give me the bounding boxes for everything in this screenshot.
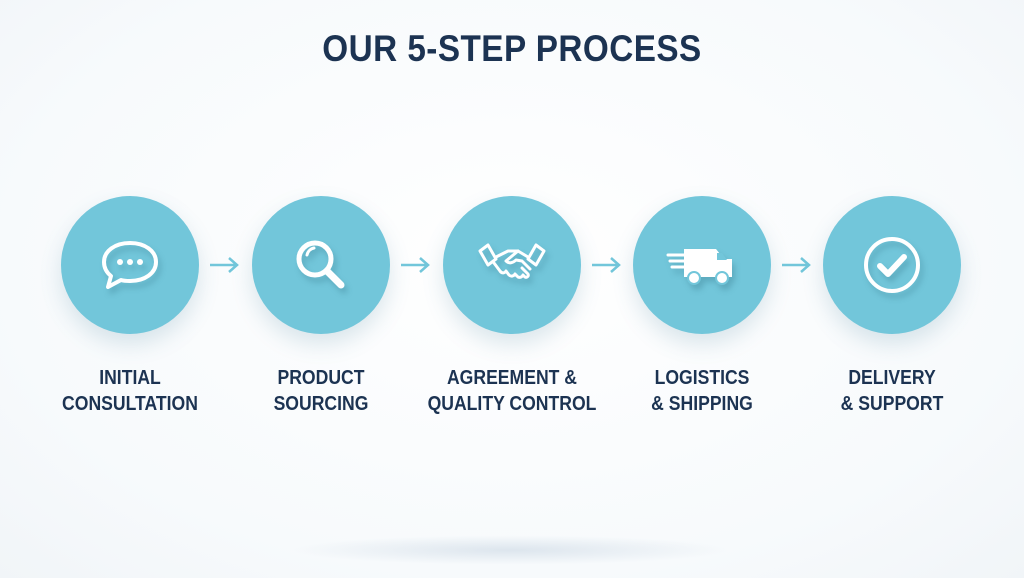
step-label-line: QUALITY CONTROL [427, 393, 597, 415]
page-title: OUR 5-STEP PROCESS [322, 28, 702, 69]
arrow-icon [401, 257, 430, 273]
magnifier-icon [296, 240, 345, 289]
step-label-line: PRODUCT [277, 367, 365, 389]
step-circle [443, 196, 581, 334]
step-label-line: & SUPPORT [840, 393, 944, 415]
step-label-line: SOURCING [273, 393, 369, 415]
step-label-line: AGREEMENT & [446, 367, 578, 389]
step-delivery-support: DELIVERY & SUPPORT [792, 196, 992, 417]
step-product-sourcing: PRODUCT SOURCING [221, 196, 421, 417]
step-initial-consultation: INITIAL CONSULTATION [30, 196, 230, 417]
step-label-line: LOGISTICS [654, 367, 750, 389]
step-circle [61, 196, 199, 334]
step-label: PRODUCT SOURCING [233, 365, 409, 417]
delivery-truck-icon [666, 249, 732, 285]
step-label-line: CONSULTATION [62, 393, 198, 415]
arrow-icon [210, 257, 239, 273]
step-circle [252, 196, 390, 334]
floor-shadow [290, 535, 730, 565]
step-label: DELIVERY & SUPPORT [804, 365, 980, 417]
step-label-line: & SHIPPING [651, 393, 753, 415]
step-label-line: DELIVERY [848, 367, 936, 389]
step-label-line: INITIAL [99, 367, 161, 389]
checkmark-circle-icon [864, 237, 920, 293]
step-circle [633, 196, 771, 334]
step-agreement-quality-control: AGREEMENT & QUALITY CONTROL [412, 196, 612, 417]
handshake-icon [478, 243, 546, 279]
step-circle [823, 196, 961, 334]
step-label: AGREEMENT & QUALITY CONTROL [424, 365, 600, 417]
step-logistics-shipping: LOGISTICS & SHIPPING [602, 196, 802, 417]
step-label: INITIAL CONSULTATION [42, 365, 218, 417]
arrow-icon [592, 257, 621, 273]
speech-bubble-icon [102, 241, 158, 289]
step-label: LOGISTICS & SHIPPING [614, 365, 790, 417]
arrow-icon [782, 257, 811, 273]
